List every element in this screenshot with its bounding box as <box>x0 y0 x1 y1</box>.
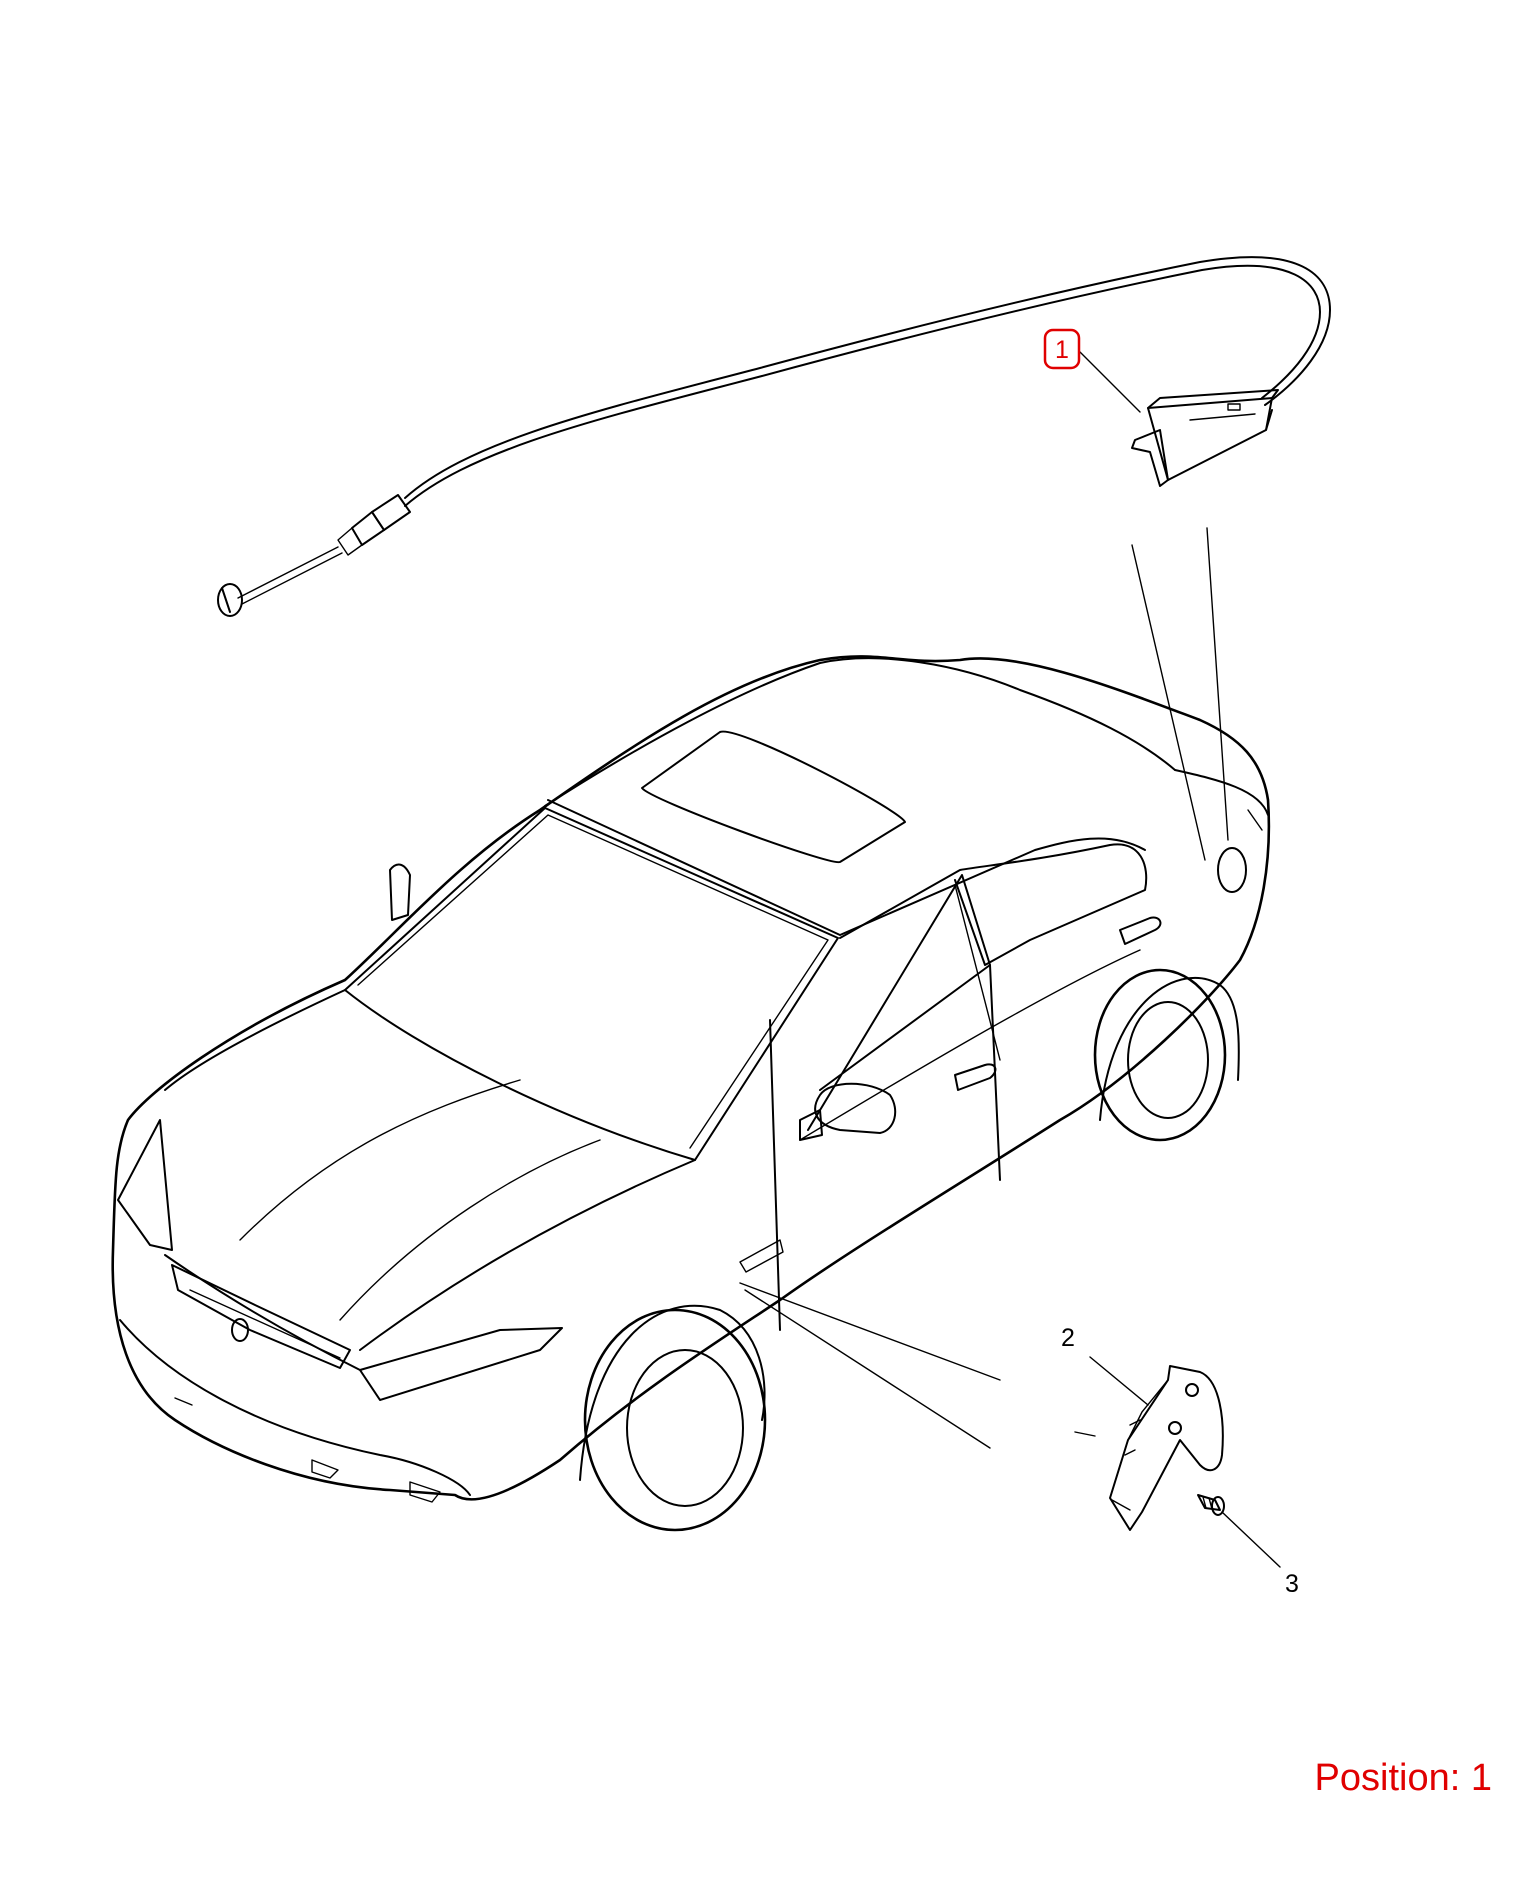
callout-3[interactable]: 3 <box>1285 1570 1299 1598</box>
callout-2[interactable]: 2 <box>1061 1324 1075 1352</box>
callout-1[interactable]: 1 <box>1043 328 1081 370</box>
position-readout: Position: 1 <box>1315 1757 1492 1800</box>
latch-bracket <box>1109 1365 1224 1531</box>
leader-lines <box>739 351 1281 1568</box>
car-illustration <box>111 655 1271 1532</box>
position-label: Position: <box>1314 1757 1461 1799</box>
callout-2-label: 2 <box>1061 1324 1075 1352</box>
callout-1-highlight-box <box>1043 328 1081 370</box>
position-value: 1 <box>1470 1757 1492 1799</box>
bolt <box>1197 1494 1225 1516</box>
callout-3-label: 3 <box>1285 1570 1299 1598</box>
release-cable <box>217 256 1331 617</box>
release-handle <box>1131 389 1279 487</box>
callout-1-label: 1 <box>1055 336 1069 364</box>
